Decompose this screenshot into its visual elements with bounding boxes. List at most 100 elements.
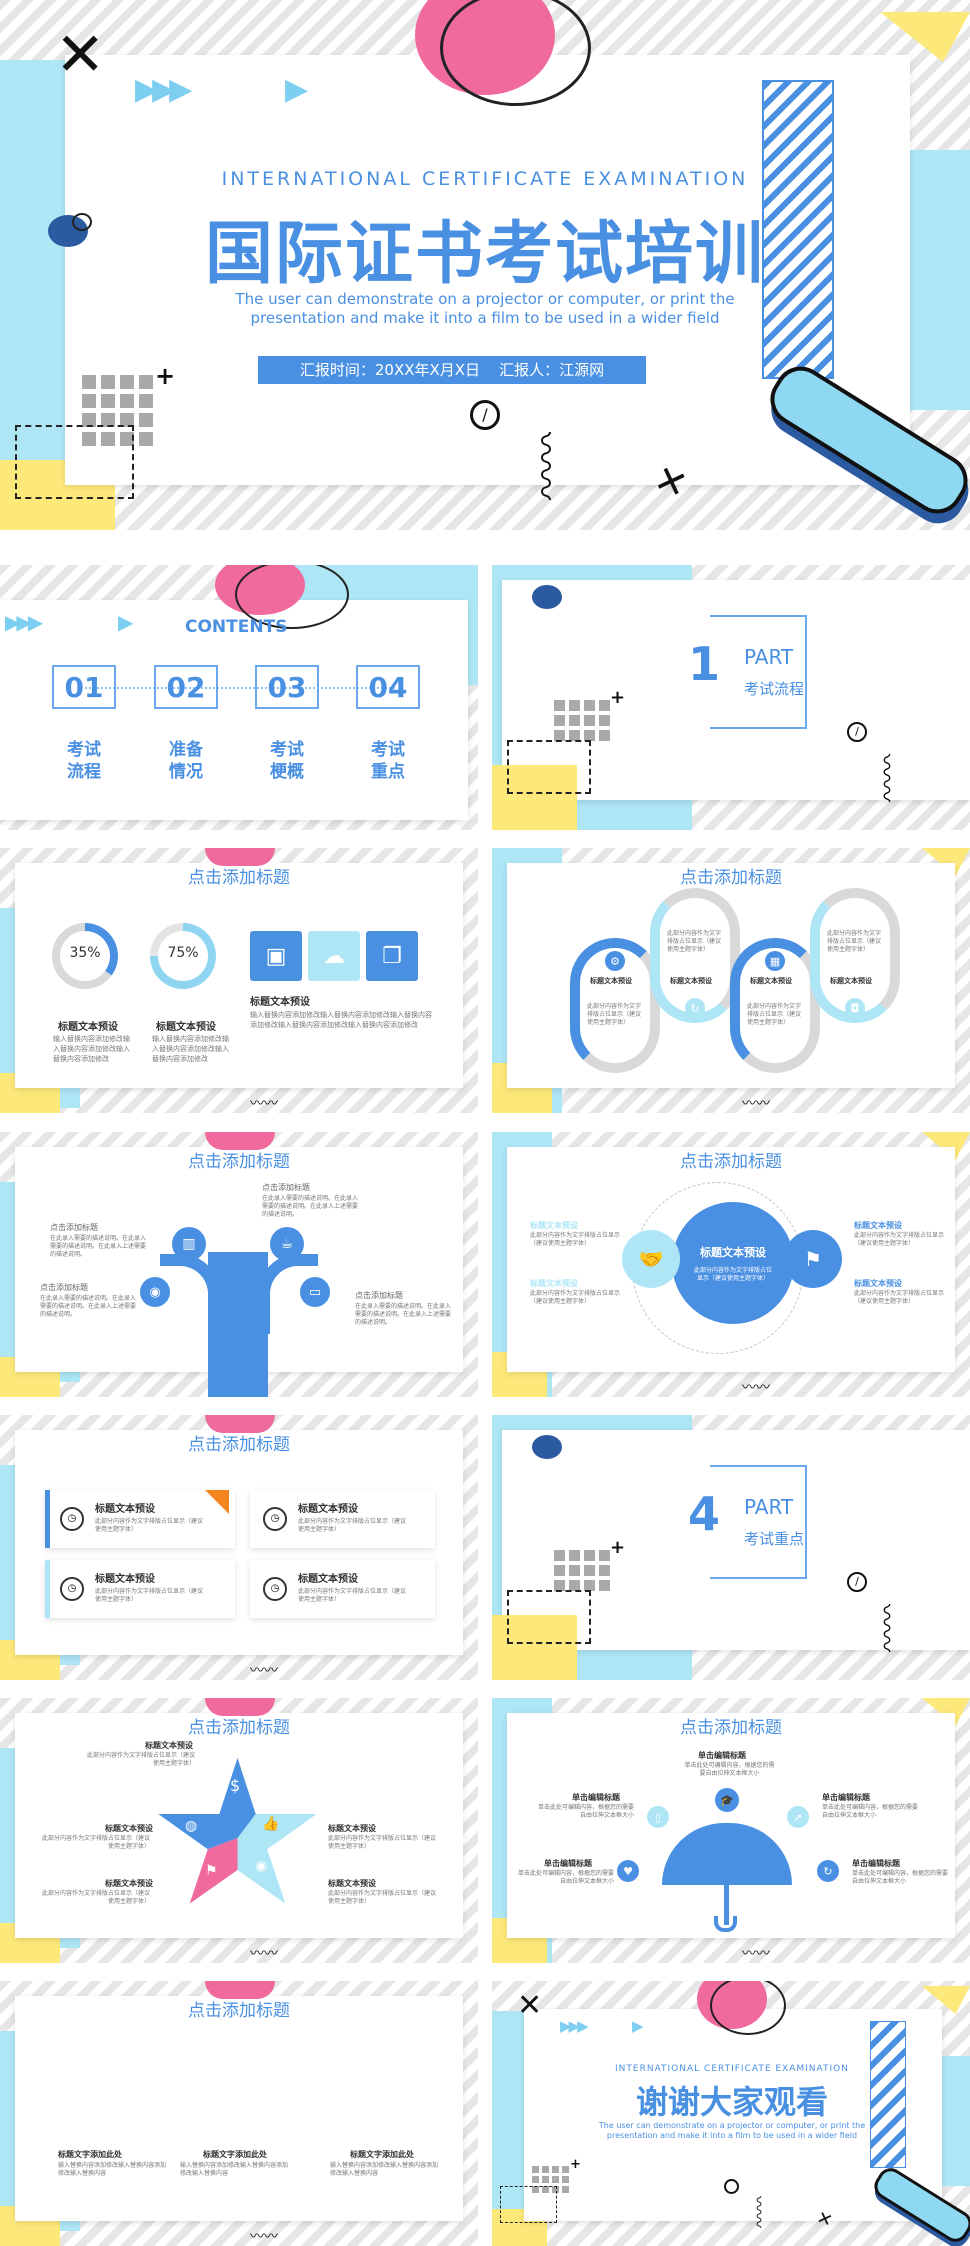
item-text-2: 输入替换内容添加修改输入替换内容添加修改输入替换内容添加修改 (152, 1035, 229, 1063)
chat-icon: ☁ (308, 931, 360, 981)
wave-icon: 〰〰 (524, 432, 564, 500)
x-mark-icon: ✕ (517, 1988, 543, 2023)
tree-text-mid-left: 在此录入需要的描述说明。在此录入需要的描述说明。在此录入上述需要的描述说明。 (50, 1235, 147, 1258)
umbrella-label-right-2: 单击编辑标题 (852, 1859, 900, 1868)
wave-icon: 〰〰 (250, 1663, 278, 1679)
cup-icon: ☕ (270, 1227, 304, 1261)
end-desc-line1: The user can demonstrate on a projector … (598, 2121, 866, 2130)
contents-label-01-line1: 考试 (67, 740, 101, 760)
center-title: 标题文本预设 (700, 1246, 766, 1259)
pink-top (205, 1132, 275, 1150)
end-desc-line2: presentation and make it into a film to … (606, 2131, 858, 2140)
rocket-icon: ➚ (787, 1806, 809, 1828)
copy-icon: ❐ (366, 931, 418, 981)
dot-outline (72, 213, 92, 231)
tree-label-bottom-left: 点击添加标题 (40, 1283, 88, 1292)
pink-top (205, 1415, 275, 1433)
item-title-2: 标题文本预设 (156, 1022, 216, 1033)
outline-circle (440, 0, 591, 106)
sync-icon: ↻ (817, 1860, 839, 1882)
slide-umbrella: 点击添加标题 🎓 ▯ ➚ ♥ ↻ 单击编辑标题 单击此处可编辑内容，根据您的需要… (492, 1698, 970, 1963)
contents-label-02-line2: 情况 (169, 762, 203, 782)
tree-text-bottom-right: 在此录入需要的描述说明。在此录入需要的描述说明。在此录入上述需要的描述说明。 (355, 1303, 452, 1326)
arch4-text: 此部分内容作为文字排版占位显示（建议使用主题字体） (827, 930, 882, 953)
triangle-icon: ▶ (118, 610, 134, 634)
column3-label: 标题文字添加此处 (350, 2150, 414, 2159)
gray-squares (532, 2166, 569, 2193)
handshake-icon: 🤝 (622, 1230, 680, 1288)
forbidden-icon (724, 2179, 739, 2194)
contents-num-01: 01 (52, 665, 116, 709)
contents-label-02-line1: 准备 (169, 740, 203, 760)
card2-label: 标题文本预设 (298, 1504, 358, 1515)
dashed-outline (507, 1590, 591, 1644)
wave-icon: 〰〰 (250, 2229, 278, 2245)
star-text-right: 此部分内容作为文字排版占位显示（建议使用主题字体） (328, 1835, 437, 1850)
star-text-bottom-left: 此部分内容作为文字排版占位显示（建议使用主题字体） (41, 1890, 150, 1905)
umbrella-handle (724, 1883, 729, 1925)
refresh-icon: ↻ (685, 998, 705, 1018)
cover-desc-line1: The user can demonstrate on a projector … (235, 290, 735, 308)
cover-subtitle-en: INTERNATIONAL CERTIFICATE EXAMINATION (221, 168, 749, 190)
star-text-top: 此部分内容作为文字排版占位显示（建议使用主题字体） (86, 1752, 195, 1767)
gray-squares (82, 375, 153, 446)
gray-squares (554, 1550, 610, 1591)
card4-label: 标题文本预设 (298, 1574, 358, 1585)
right-text-2: 此部分内容作为文字排版占位显示（建议使用主题字体） (854, 1290, 945, 1305)
left-label-1: 标题文本预设 (530, 1221, 578, 1230)
card3-label: 标题文本预设 (95, 1574, 155, 1585)
contents-label-01-line2: 流程 (67, 762, 101, 782)
arch3-label: 标题文本预设 (750, 977, 792, 985)
column1-label: 标题文字添加此处 (58, 2150, 122, 2159)
arch-2 (650, 888, 740, 1023)
contents-card (0, 600, 468, 820)
plus-icon: + (570, 2157, 581, 2172)
triangles-icon: ▶▶▶ (135, 72, 192, 107)
tree-label-bottom-right: 点击添加标题 (355, 1291, 403, 1300)
center-circle (672, 1202, 794, 1324)
forbidden-icon: / (847, 1572, 867, 1592)
star-text-bottom-right: 此部分内容作为文字排版占位显示（建议使用主题字体） (328, 1890, 437, 1905)
wave-icon: 〰〰 (872, 754, 900, 802)
wave-icon: 〰〰 (742, 1946, 770, 1962)
x-mark-icon: ✕ (55, 20, 106, 90)
pink-top (205, 1698, 275, 1716)
slide-three-columns: 点击添加标题 标题文字添加此处 输入替换内容添加修改输入替换内容添加修改输入替换… (0, 1981, 478, 2246)
slide-tree: 点击添加标题 ▥ ☕ ◉ ▭ 点击添加标题 在此录入需要的描述说明。在此录入需要… (0, 1132, 478, 1397)
navy-dot (532, 1435, 562, 1459)
star-label-left: 标题文本预设 (105, 1824, 153, 1833)
umbrella-label-left-2: 单击编辑标题 (544, 1859, 592, 1868)
center-text: 此部分内容作为文字排版占位显示（建议使用主题字体） (693, 1267, 772, 1282)
umbrella-hook (714, 1916, 737, 1932)
wave-icon: 〰〰 (742, 1096, 770, 1112)
item-text-1: 输入替换内容添加修改输入替换内容添加修改输入替换内容添加修改 (53, 1035, 130, 1063)
wave-icon: 〰〰 (742, 1380, 770, 1396)
contents-num-02: 02 (154, 665, 218, 709)
tree-text-bottom-left: 在此录入需要的描述说明。在此录入需要的描述说明。在此录入上述需要的描述说明。 (40, 1295, 137, 1318)
chart-icon: ▥ (172, 1227, 206, 1261)
card4-text: 此部分内容作为文字排版占位显示（建议使用主题字体） (298, 1588, 407, 1603)
pink-top (205, 1981, 275, 1999)
flag-icon: ⚑ (205, 1863, 218, 1879)
triangle-icon: ▶ (285, 72, 309, 107)
phone-icon: ▯ (647, 1806, 669, 1828)
part4-label: PART (744, 1495, 794, 1519)
globe-icon: ◍ (185, 1818, 198, 1834)
navy-dot (532, 585, 562, 609)
monitor-icon: ▭ (300, 1277, 330, 1307)
forbidden-icon: / (847, 722, 867, 742)
slide-center-circle: 点击添加标题 标题文本预设 此部分内容作为文字排版占位显示（建议使用主题字体） … (492, 1132, 970, 1397)
tree-label-top-right: 点击添加标题 (262, 1183, 310, 1192)
column1-text: 输入替换内容添加修改输入替换内容添加修改输入替换内容 (58, 2162, 167, 2177)
ring-inner (158, 931, 208, 981)
contents-num-03: 03 (255, 665, 319, 709)
umbrella-label-top: 单击编辑标题 (698, 1751, 746, 1760)
dollar-icon: $ (230, 1776, 241, 1795)
yellow-block (492, 765, 577, 830)
wave-icon: 〰〰 (250, 1096, 278, 1112)
plus-icon: + (155, 362, 176, 390)
cover-desc-line2: presentation and make it into a film to … (250, 309, 720, 327)
arch1-label: 标题文本预设 (590, 977, 632, 985)
content-card (15, 1996, 463, 2221)
end-slide: ✕ ▶▶▶ ▶ + 〰〰 ✕ INTERNATIONAL CERTIFICATE… (492, 1981, 970, 2246)
